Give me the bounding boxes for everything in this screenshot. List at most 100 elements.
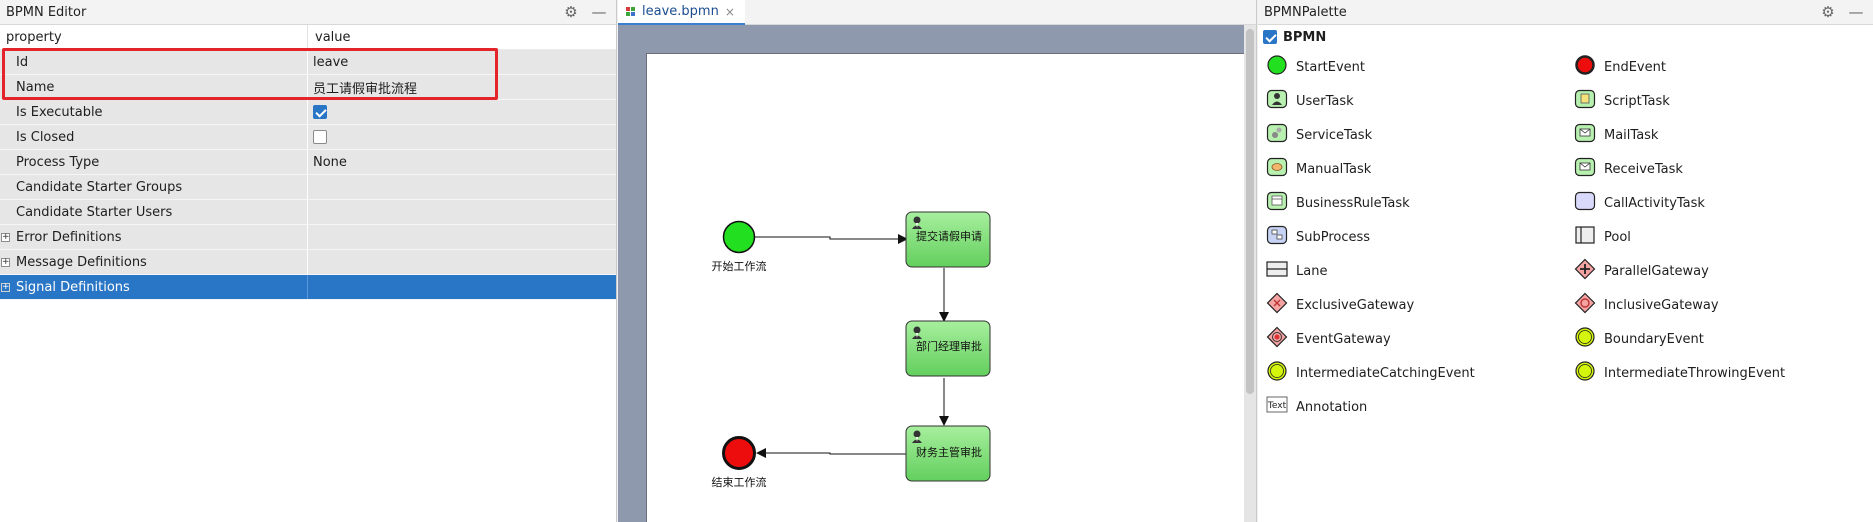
call-activity-task-icon xyxy=(1574,190,1596,216)
subprocess-icon xyxy=(1266,224,1288,250)
annotation-icon-text: Text xyxy=(1267,401,1287,411)
palette-item-callactivitytask[interactable]: CallActivityTask xyxy=(1574,190,1705,216)
property-row[interactable]: Is Executable xyxy=(0,100,616,125)
user-icon xyxy=(912,430,922,443)
property-row[interactable]: Candidate Starter Groups xyxy=(0,175,616,200)
mail-task-icon xyxy=(1574,122,1596,148)
palette-item-label: Pool xyxy=(1604,229,1631,245)
manual-task-icon xyxy=(1266,156,1288,182)
property-value-cell[interactable] xyxy=(308,100,616,124)
business-rule-task-icon xyxy=(1266,190,1288,216)
palette-group-bpmn[interactable]: BPMN xyxy=(1258,25,1873,49)
property-row[interactable]: +Message Definitions xyxy=(0,250,616,275)
palette-item-manualtask[interactable]: ManualTask xyxy=(1266,156,1371,182)
palette-item-parallelgateway[interactable]: ParallelGateway xyxy=(1574,258,1709,284)
property-value-cell[interactable] xyxy=(308,275,616,299)
end-event-icon xyxy=(1574,54,1596,80)
palette-item-exclusivegateway[interactable]: ExclusiveGateway xyxy=(1266,292,1414,318)
minimize-icon[interactable]: — xyxy=(591,3,607,21)
palette-item-label: ReceiveTask xyxy=(1604,161,1683,177)
property-label: Is Executable xyxy=(0,100,308,124)
property-value-cell[interactable] xyxy=(308,250,616,274)
event-gateway-icon xyxy=(1266,326,1288,352)
palette-item-scripttask[interactable]: ScriptTask xyxy=(1574,88,1670,114)
value-column-header: value xyxy=(315,29,351,45)
user-task-icon xyxy=(1266,88,1288,114)
palette-item-label: Annotation xyxy=(1296,399,1368,415)
palette-item-endevent[interactable]: EndEvent xyxy=(1574,54,1666,80)
palette-item-label: ManualTask xyxy=(1296,161,1372,177)
property-value[interactable]: leave xyxy=(313,54,349,70)
palette-item-annotation[interactable]: Text Annotation xyxy=(1266,394,1367,420)
palette-item-mailtask[interactable]: MailTask xyxy=(1574,122,1658,148)
start-event xyxy=(722,220,756,254)
property-label: Candidate Starter Groups xyxy=(0,175,308,199)
palette-item-boundaryevent[interactable]: BoundaryEvent xyxy=(1574,326,1704,352)
palette-item-lane[interactable]: Lane xyxy=(1266,258,1327,284)
palette-item-label: StartEvent xyxy=(1296,59,1365,75)
property-label: Candidate Starter Users xyxy=(0,200,308,224)
diagram-canvas[interactable]: 提交请假申请 部门经理审批 财务主管审批 开始工作流 结束工作流 xyxy=(646,53,1256,522)
palette-item-label: IntermediateThrowingEvent xyxy=(1604,365,1786,381)
palette-item-servicetask[interactable]: ServiceTask xyxy=(1266,122,1372,148)
palette-item-businessruletask[interactable]: BusinessRuleTask xyxy=(1266,190,1410,216)
palette-group-label: BPMN xyxy=(1283,29,1327,45)
service-task-icon xyxy=(1266,122,1288,148)
expand-icon[interactable]: + xyxy=(1,257,10,267)
property-checkbox[interactable] xyxy=(313,130,327,144)
property-value-cell[interactable] xyxy=(308,225,616,249)
property-value[interactable]: 员工请假审批流程 xyxy=(313,81,418,97)
property-checkbox[interactable] xyxy=(313,105,327,119)
palette-item-usertask[interactable]: UserTask xyxy=(1266,88,1354,114)
palette-item-eventgateway[interactable]: EventGateway xyxy=(1266,326,1391,352)
task-dept-manager xyxy=(905,320,991,377)
tab-close-icon[interactable]: × xyxy=(724,4,735,19)
scrollbar-thumb[interactable] xyxy=(1246,29,1254,394)
gear-icon[interactable]: ⚙ xyxy=(564,3,578,21)
property-value[interactable] xyxy=(308,175,616,199)
palette-item-pool[interactable]: Pool xyxy=(1574,224,1631,250)
tab-leave-bpmn[interactable]: leave.bpmn × xyxy=(618,0,745,25)
palette-item-intermediatethrowingevent[interactable]: IntermediateThrowingEvent xyxy=(1574,360,1785,386)
task-label-3: 财务主管审批 xyxy=(916,445,982,459)
receive-task-icon xyxy=(1574,156,1596,182)
group-checkbox-icon[interactable] xyxy=(1263,30,1277,44)
expand-icon[interactable]: + xyxy=(1,282,10,292)
user-icon xyxy=(912,216,922,229)
property-row[interactable]: Candidate Starter Users xyxy=(0,200,616,225)
palette-item-subprocess[interactable]: SubProcess xyxy=(1266,224,1370,250)
minimize-icon[interactable]: — xyxy=(1848,3,1864,21)
property-label: Signal Definitions xyxy=(0,275,308,299)
palette-item-startevent[interactable]: StartEvent xyxy=(1266,54,1365,80)
property-value[interactable]: None xyxy=(313,154,347,170)
editor-vertical-scrollbar[interactable] xyxy=(1244,25,1256,522)
property-row[interactable]: +Signal Definitions xyxy=(0,275,616,300)
expand-icon[interactable]: + xyxy=(1,232,10,242)
palette-item-receivetask[interactable]: ReceiveTask xyxy=(1574,156,1683,182)
property-row[interactable]: Is Closed xyxy=(0,125,616,150)
palette-item-intermediatecatchingevent[interactable]: IntermediateCatchingEvent xyxy=(1266,360,1475,386)
palette-item-label: UserTask xyxy=(1296,93,1354,109)
property-label: Error Definitions xyxy=(0,225,308,249)
property-row[interactable]: Name 员工请假审批流程 xyxy=(0,75,616,100)
gear-icon[interactable]: ⚙ xyxy=(1821,3,1835,21)
boundary-event-icon xyxy=(1574,326,1596,352)
palette-item-label: ParallelGateway xyxy=(1604,263,1709,279)
property-value-cell[interactable] xyxy=(308,125,616,149)
task-finance-manager xyxy=(905,425,991,482)
sequence-flow-1 xyxy=(755,234,908,244)
palette-item-inclusivegateway[interactable]: InclusiveGateway xyxy=(1574,292,1719,318)
end-event-label: 结束工作流 xyxy=(712,475,767,489)
palette-item-label: BoundaryEvent xyxy=(1604,331,1704,347)
properties-titlebar: BPMN Editor ⚙ — xyxy=(0,0,616,25)
palette-item-label: SubProcess xyxy=(1296,229,1371,245)
property-value[interactable] xyxy=(308,200,616,224)
editor-tabbar: leave.bpmn × xyxy=(618,0,1256,25)
property-label: Name xyxy=(0,75,308,99)
property-row[interactable]: +Error Definitions xyxy=(0,225,616,250)
